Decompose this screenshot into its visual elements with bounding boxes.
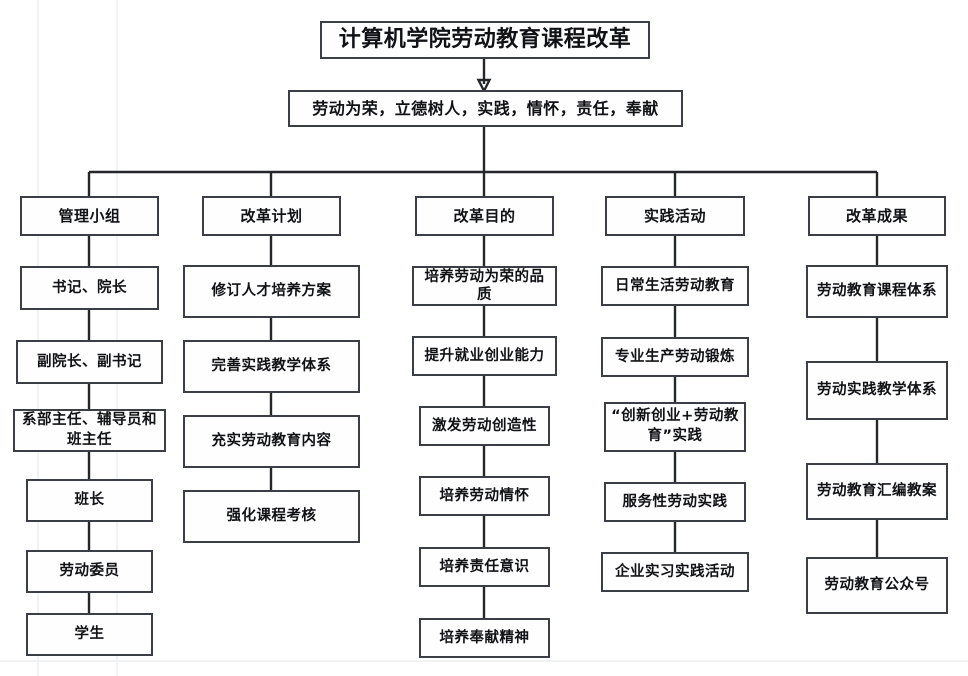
- node-col2-item-2[interactable]: 完善实践教学体系: [183, 340, 360, 393]
- diagram-subtitle-box: 劳动为荣，立德树人，实践，情怀，责任，奉献: [288, 90, 683, 127]
- node-col1-item-3[interactable]: 系部主任、辅导员和班主任: [13, 409, 166, 452]
- node-col1-item-5[interactable]: 劳动委员: [26, 550, 153, 593]
- column-header-label: 实践活动: [643, 206, 706, 225]
- node-col5-item-2[interactable]: 劳动实践教学体系: [806, 361, 948, 420]
- node-col3-item-1[interactable]: 培养劳动为荣的品质: [412, 266, 557, 306]
- column-header-management-group[interactable]: 管理小组: [20, 196, 159, 236]
- node-label: 专业生产劳动锻炼: [615, 348, 735, 365]
- node-label: 培养劳动情怀: [439, 487, 530, 504]
- node-label: 企业实习实践活动: [615, 563, 735, 580]
- node-col1-item-6[interactable]: 学生: [26, 613, 153, 656]
- column-header-label: 改革成果: [845, 206, 908, 225]
- column-header-label: 改革目的: [453, 206, 516, 225]
- node-label: 提升就业创业能力: [424, 347, 545, 364]
- node-label: 充实劳动教育内容: [211, 433, 332, 450]
- node-col3-item-4[interactable]: 培养劳动情怀: [419, 476, 550, 516]
- node-label: 劳动教育汇编教案: [817, 483, 937, 500]
- node-col3-item-2[interactable]: 提升就业创业能力: [412, 336, 557, 376]
- node-col1-item-1[interactable]: 书记、院长: [20, 266, 159, 310]
- node-label: 强化课程考核: [226, 508, 317, 525]
- node-label: 副院长、副书记: [37, 353, 142, 370]
- node-label: 日常生活劳动教育: [615, 277, 735, 294]
- node-col5-item-4[interactable]: 劳动教育公众号: [806, 557, 948, 614]
- node-label: 培养责任意识: [439, 558, 530, 575]
- node-label: 系部主任、辅导员和班主任: [22, 411, 157, 448]
- node-label: 劳动委员: [59, 563, 120, 580]
- node-label: 修订人才培养方案: [211, 283, 332, 300]
- column-header-label: 改革计划: [240, 206, 303, 225]
- diagram-title-text: 计算机学院劳动教育课程改革: [338, 27, 632, 53]
- scan-artifact-line: [116, 0, 118, 676]
- node-col4-item-2[interactable]: 专业生产劳动锻炼: [601, 337, 749, 377]
- node-label: 书记、院长: [52, 279, 127, 296]
- node-col4-item-3[interactable]: “创新创业+劳动教育”实践: [604, 402, 746, 452]
- node-label: 培养劳动为荣的品质: [424, 268, 545, 303]
- node-label: 完善实践教学体系: [211, 358, 332, 375]
- node-col2-item-4[interactable]: 强化课程考核: [183, 490, 360, 543]
- node-col1-item-2[interactable]: 副院长、副书记: [16, 340, 163, 384]
- node-col1-item-4[interactable]: 班长: [26, 479, 153, 522]
- node-col4-item-1[interactable]: 日常生活劳动教育: [601, 266, 749, 306]
- node-label: 激发劳动创造性: [432, 417, 537, 434]
- column-header-label: 管理小组: [58, 206, 121, 225]
- node-col2-item-3[interactable]: 充实劳动教育内容: [183, 415, 360, 468]
- node-col3-item-6[interactable]: 培养奉献精神: [419, 618, 550, 658]
- node-col4-item-5[interactable]: 企业实习实践活动: [601, 552, 749, 592]
- diagram-subtitle-text: 劳动为荣，立德树人，实践，情怀，责任，奉献: [312, 98, 659, 118]
- node-col5-item-3[interactable]: 劳动教育汇编教案: [806, 463, 948, 520]
- scan-artifact-line: [37, 0, 39, 676]
- column-header-reform-plan[interactable]: 改革计划: [202, 196, 341, 236]
- node-col3-item-3[interactable]: 激发劳动创造性: [419, 406, 550, 446]
- node-col4-item-4[interactable]: 服务性劳动实践: [604, 482, 746, 522]
- column-header-reform-purpose[interactable]: 改革目的: [415, 196, 554, 236]
- node-label: 劳动实践教学体系: [817, 382, 937, 399]
- column-header-practice-activities[interactable]: 实践活动: [605, 196, 745, 236]
- column-header-reform-results[interactable]: 改革成果: [808, 196, 946, 236]
- node-label: 劳动教育公众号: [824, 577, 930, 594]
- node-label: 班长: [74, 492, 105, 509]
- node-label: “创新创业+劳动教育”实践: [611, 408, 739, 444]
- node-col5-item-1[interactable]: 劳动教育课程体系: [806, 265, 948, 318]
- node-col2-item-1[interactable]: 修订人才培养方案: [183, 265, 360, 318]
- node-label: 劳动教育课程体系: [817, 283, 937, 300]
- diagram-title-box: 计算机学院劳动教育课程改革: [320, 21, 650, 59]
- node-label: 学生: [74, 626, 105, 643]
- node-label: 培养奉献精神: [439, 629, 530, 646]
- scan-artifact-baseline: [0, 660, 968, 662]
- node-label: 服务性劳动实践: [622, 493, 728, 510]
- node-col3-item-5[interactable]: 培养责任意识: [419, 547, 550, 587]
